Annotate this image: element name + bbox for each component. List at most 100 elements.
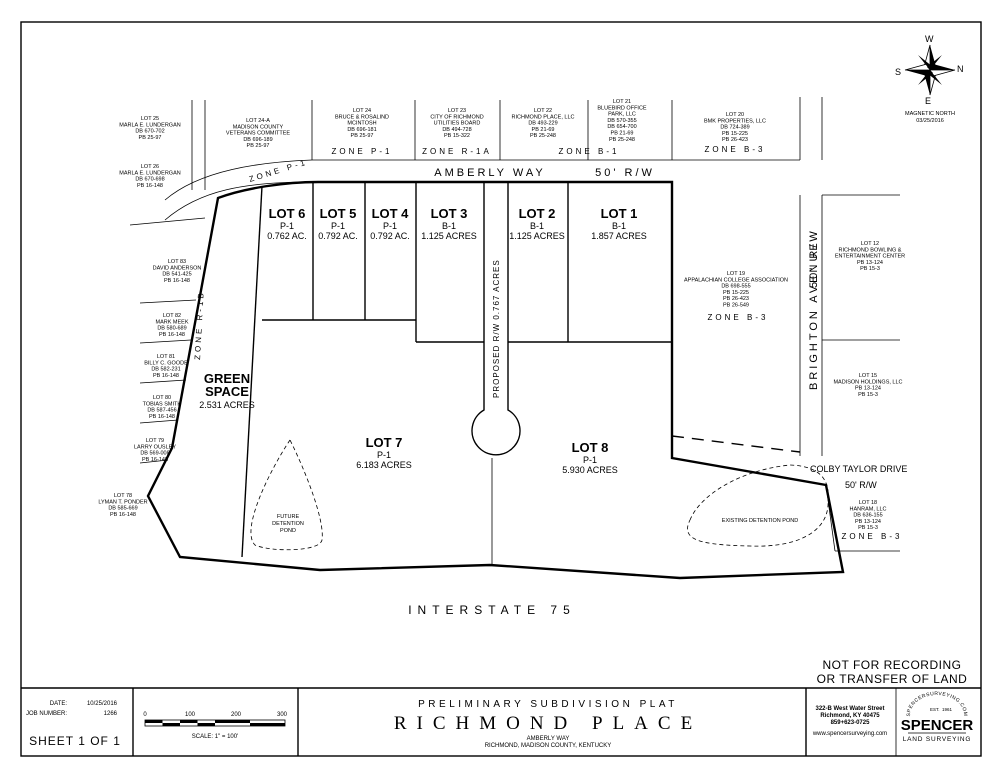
adjacent-label-line: DAVID ANDERSON bbox=[153, 265, 202, 271]
adjacent-label-line: BLUEBIRD OFFICE bbox=[597, 105, 647, 111]
adjacent-label-line: PB 25-97 bbox=[139, 135, 162, 141]
lot-area: 1.125 ACRES bbox=[509, 231, 565, 241]
lot-title: LOT 2 bbox=[519, 206, 556, 221]
adjacent-label-line: PB 16-148 bbox=[149, 414, 175, 420]
adjacent-label-line: CITY OF RICHMOND bbox=[430, 114, 483, 120]
lot-area: 1.125 ACRES bbox=[421, 231, 477, 241]
lot-title: LOT 5 bbox=[320, 206, 357, 221]
zone-label-p1-top: ZONE P-1 bbox=[332, 147, 393, 156]
adjacent-label-line: LOT 20 bbox=[726, 112, 744, 118]
adjacent-label-line: PB 13-124 bbox=[857, 260, 883, 266]
road-amberly-rw: 50' R/W bbox=[595, 167, 655, 179]
adjacent-label-line: PB 15-225 bbox=[723, 290, 749, 296]
road-brighton-rw: 50' R/W bbox=[808, 228, 820, 288]
adjacent-label-line: ENTERTAINMENT CENTER bbox=[835, 254, 905, 260]
adjacent-label-line: PB 16-148 bbox=[153, 373, 179, 379]
adjacent-label-line: TOBIAS SMITH bbox=[143, 401, 182, 407]
adjacent-label-line: UTILITIES BOARD bbox=[434, 121, 481, 127]
lot-area: 1.857 ACRES bbox=[591, 231, 647, 241]
adjacent-label-line: PB 26-549 bbox=[723, 303, 749, 309]
north-letter-s: S bbox=[895, 67, 901, 77]
north-label: MAGNETIC NORTH bbox=[905, 111, 955, 117]
lot-lines bbox=[262, 182, 801, 565]
spencer-logo: SPENCERSURVEYING.COM EST. 1961 SPENCER L… bbox=[901, 691, 974, 743]
adjacent-label-line: BMK PROPERTIES, LLC bbox=[704, 118, 766, 124]
adjacent-label-line: PB 16-148 bbox=[164, 278, 190, 284]
adjacent-label-line: PB 13-124 bbox=[855, 386, 881, 392]
lot-zone: P-1 bbox=[383, 221, 397, 231]
lot-zone: B-1 bbox=[530, 221, 544, 231]
adjacent-label-line: DB 570-355 bbox=[607, 118, 636, 124]
adjacent-label-line: LOT 79 bbox=[146, 438, 164, 444]
adjacent-label-line: DB 696-181 bbox=[347, 127, 376, 133]
job-number-value: 1266 bbox=[104, 711, 118, 717]
adjacent-label-line: DB 670-698 bbox=[135, 177, 164, 183]
firm-website: www.spencersurveying.com bbox=[812, 731, 887, 737]
adjacent-label-line: MCINTOSH bbox=[347, 121, 376, 127]
adjacent-label-line: PB 25-97 bbox=[247, 143, 270, 149]
adjacent-label-line: DB 724-389 bbox=[720, 125, 749, 131]
lot-zone: P-1 bbox=[583, 455, 597, 465]
future-pond-label-3: POND bbox=[280, 528, 296, 534]
lot-zone: P-1 bbox=[377, 450, 391, 460]
lot-area: 0.792 AC. bbox=[370, 231, 410, 241]
north-arrow-icon bbox=[904, 44, 956, 96]
zone-label-b3-lot18: ZONE B-3 bbox=[842, 532, 903, 541]
adjacent-label-line: PB 21-69 bbox=[611, 131, 634, 137]
adjacent-label-line: DB 670-702 bbox=[135, 129, 164, 135]
lot-label: LOT 1B-11.857 ACRES bbox=[591, 206, 647, 241]
adjacent-label-line: DB 582-231 bbox=[151, 367, 180, 373]
adjacent-label-line: PB 15-3 bbox=[860, 266, 880, 272]
adjacent-label-line: MARLA E. LUNDERGAN bbox=[119, 170, 180, 176]
lot-zone: B-1 bbox=[442, 221, 456, 231]
project-street: AMBERLY WAY bbox=[527, 736, 570, 742]
adjacent-label-line: DB 541-425 bbox=[162, 272, 191, 278]
lot-title: LOT 1 bbox=[601, 206, 638, 221]
existing-detention-pond-outline bbox=[687, 464, 829, 547]
project-location: RICHMOND, MADISON COUNTY, KENTUCKY bbox=[485, 743, 612, 749]
existing-pond-label: EXISTING DETENTION POND bbox=[722, 518, 798, 524]
adjacent-label-line: LOT 21 bbox=[613, 99, 631, 105]
lot-label: LOT 5P-10.792 AC. bbox=[318, 206, 358, 241]
adjacent-label-line: DB 654-700 bbox=[607, 124, 636, 130]
lot-zone: P-1 bbox=[280, 221, 294, 231]
green-space-area: 2.531 ACRES bbox=[199, 400, 255, 410]
adjacent-label-line: LOT 22 bbox=[534, 108, 552, 114]
notice-line-2: OR TRANSFER OF LAND bbox=[817, 672, 968, 686]
adjacent-label-line: RICHMOND BOWLING & bbox=[839, 247, 902, 253]
zone-label-b3-lot19: ZONE B-3 bbox=[708, 313, 769, 322]
adjacent-label-line: LOT 82 bbox=[163, 313, 181, 319]
scale-bar bbox=[144, 719, 286, 727]
logo-subtitle: LAND SURVEYING bbox=[903, 736, 972, 743]
adjacent-label-line: PB 25-97 bbox=[351, 133, 374, 139]
firm-address-2: Richmond, KY 40475 bbox=[820, 713, 880, 719]
adjacent-label-line: PARK, LLC bbox=[608, 112, 636, 118]
scale-tick-200: 200 bbox=[231, 712, 242, 718]
north-letter-e: E bbox=[925, 96, 931, 106]
lot-labels: LOT 6P-10.762 AC. LOT 5P-10.792 AC. LOT … bbox=[267, 206, 647, 475]
title-block-frame bbox=[21, 687, 981, 756]
zone-label-r1b: ZONE R-1B bbox=[193, 290, 206, 360]
green-space-title-1: GREEN bbox=[204, 371, 250, 386]
scale-label: SCALE: 1" = 100' bbox=[192, 734, 238, 740]
lot-label: LOT 6P-10.762 AC. bbox=[267, 206, 307, 241]
north-letter-w: W bbox=[925, 34, 934, 44]
firm-address-1: 322-B West Water Street bbox=[815, 706, 884, 712]
green-space-title-2: SPACE bbox=[205, 384, 249, 399]
lot-label: LOT 2B-11.125 ACRES bbox=[509, 206, 565, 241]
adjacent-label-line: LOT 80 bbox=[153, 395, 171, 401]
adjacent-label-line: DB 585-669 bbox=[108, 506, 137, 512]
adjacent-label-line: LOT 25 bbox=[141, 116, 159, 122]
sheet-border bbox=[20, 21, 982, 757]
road-colby-taylor-drive: COLBY TAYLOR DRIVE bbox=[810, 464, 907, 474]
